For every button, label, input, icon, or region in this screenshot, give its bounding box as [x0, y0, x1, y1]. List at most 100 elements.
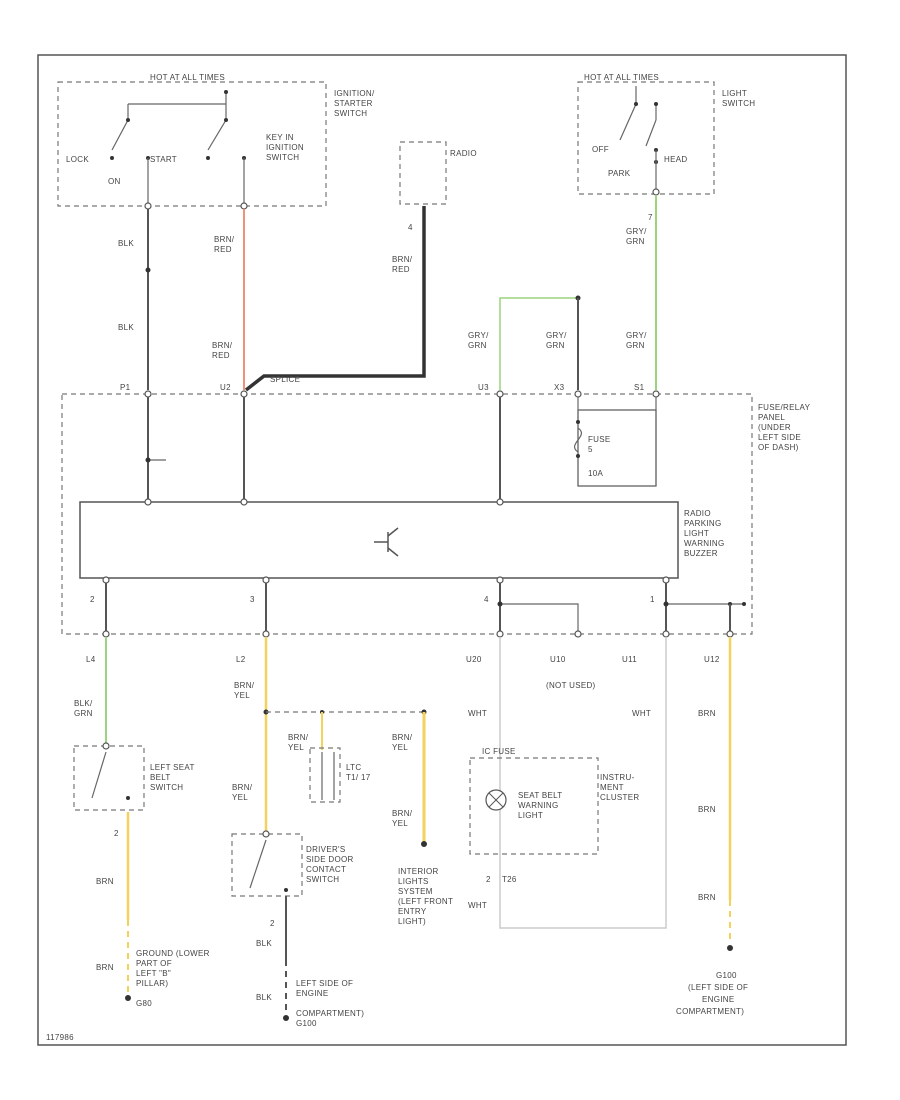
wire-label-wht-1: WHT: [468, 709, 487, 718]
start-label: START: [150, 155, 177, 164]
pin-label-u2: U2: [220, 383, 231, 392]
out-pin-4: 4: [484, 595, 489, 604]
ignition-switch-label: IGNITION/ STARTER SWITCH: [334, 89, 377, 118]
buzzer-symbol: [374, 527, 399, 557]
wire-label-blk-1: BLK: [118, 239, 134, 248]
off-label: OFF: [592, 145, 609, 154]
light-switch-label: LIGHT SWITCH: [722, 89, 755, 108]
pin-2c: 2: [486, 875, 491, 884]
wire-label-gry-grn-4: GRY/GRN: [626, 331, 647, 350]
wire-label-brn-2: BRN: [96, 963, 114, 972]
left-seat-belt-switch-box: [73, 745, 145, 811]
fuse-element: [574, 427, 582, 453]
terminal-u2: [240, 390, 248, 398]
wire-label-brn-1: BRN: [96, 877, 114, 886]
left-seat-belt-label: LEFT SEAT BELT SWITCH: [150, 763, 197, 792]
pin-2b: 2: [270, 919, 275, 928]
out-pin-1: 1: [650, 595, 655, 604]
terminal-ign-2: [240, 202, 248, 210]
seat-belt-light-label: SEAT BELT WARNING LIGHT: [518, 791, 565, 820]
wire-gry-grn-branch: [499, 297, 578, 390]
fuse-relay-panel-box: [61, 393, 753, 635]
fuse-label: FUSE 5 10A: [588, 435, 613, 478]
wire-label-brn-yel-2: BRN/YEL: [288, 733, 309, 752]
pin-label-s1: S1: [634, 383, 645, 392]
pin-2a: 2: [114, 829, 119, 838]
wire-label-blk-grn: BLK/GRN: [74, 699, 93, 718]
park-label: PARK: [608, 169, 631, 178]
wire-label-brn-red-3: BRN/RED: [392, 255, 413, 274]
light-switch-contacts: [619, 86, 658, 192]
pin-label-x3: X3: [554, 383, 565, 392]
wire-label-wht-2: WHT: [632, 709, 651, 718]
wire-label-brn-red-2: BRN/RED: [212, 341, 233, 360]
wire-label-gry-grn-2: GRY/GRN: [546, 331, 567, 350]
ignition-switch-contacts: [110, 90, 246, 205]
radio-buzzer-label: RADIO PARKING LIGHT WARNING BUZZER: [684, 509, 727, 558]
ground-engine-2-label: G100 (LEFT SIDE OF ENGINE COMPARTMENT): [676, 971, 751, 1016]
driver-door-switch-label: DRIVER'S SIDE DOOR CONTACT SWITCH: [306, 845, 356, 884]
on-label: ON: [108, 177, 121, 186]
figure-id-label: 117986: [46, 1033, 74, 1042]
interior-lights-label: INTERIOR LIGHTS SYSTEM (LEFT FRONT ENTRY…: [398, 867, 456, 926]
light-switch-box: [577, 81, 715, 195]
conn-l4: L4: [86, 655, 96, 664]
lock-label: LOCK: [66, 155, 89, 164]
key-in-switch-label: KEY IN IGNITION SWITCH: [266, 133, 307, 162]
light-pin-label: 7: [648, 213, 653, 222]
wire-label-blk-2: BLK: [118, 323, 134, 332]
conn-u10: U10: [550, 655, 566, 664]
instrument-cluster-label: INSTRU- MENT CLUSTER: [600, 773, 639, 802]
head-label: HEAD: [664, 155, 687, 164]
conn-u20: U20: [466, 655, 482, 664]
wire-label-brn-red-1: BRN/RED: [214, 235, 235, 254]
wire-label-brn-3: BRN: [698, 709, 716, 718]
ignition-switch-box: [57, 81, 327, 207]
wire-label-gry-grn-1: GRY/GRN: [468, 331, 489, 350]
terminal-u3: [496, 390, 504, 398]
relay-box: [309, 747, 341, 803]
ground-engine-1-label: LEFT SIDE OF ENGINE COMPARTMENT) G100: [296, 979, 367, 1028]
splice-label: SPLICE: [270, 375, 300, 384]
wire-label-brn-4: BRN: [698, 805, 716, 814]
wire-radio-black: [244, 206, 426, 392]
driver-door-switch-box: [231, 833, 303, 897]
pin-label-p1: P1: [120, 383, 131, 392]
wire-label-brn-yel-4: BRN/YEL: [232, 783, 253, 802]
wire-label-wht-3: WHT: [468, 901, 487, 910]
wire-label-brn-yel-1: BRN/YEL: [234, 681, 255, 700]
wire-label-brn-5: BRN: [698, 893, 716, 902]
out-pin-2: 2: [90, 595, 95, 604]
wire-label-brn-yel-5: BRN/YEL: [392, 809, 413, 828]
instrument-cluster-box: [469, 757, 599, 855]
wire-label-gry-grn-3: GRY/GRN: [626, 227, 647, 246]
radio-label: RADIO: [450, 149, 477, 158]
terminal-p1: [144, 390, 152, 398]
radio-buzzer-module: [79, 501, 679, 579]
wire-label-blk-4: BLK: [256, 993, 272, 1002]
radio-box: [399, 141, 447, 205]
hot-at-all-times-label-2: HOT AT ALL TIMES: [584, 73, 659, 82]
ground-left-b-label: GROUND (LOWER PART OF LEFT "B" PILLAR) G…: [136, 949, 212, 1008]
wire-label-blk-3: BLK: [256, 939, 272, 948]
ic-fuse-label: IC FUSE: [482, 747, 516, 756]
conn-l2: L2: [236, 655, 246, 664]
terminal-s1: [652, 390, 660, 398]
wire-wht-loop: [499, 637, 667, 929]
out-pin-3: 3: [250, 595, 255, 604]
not-used-label: (NOT USED): [546, 681, 596, 690]
hot-at-all-times-label-1: HOT AT ALL TIMES: [150, 73, 225, 82]
terminal-x3: [574, 390, 582, 398]
wire-label-brn-yel-3: BRN/YEL: [392, 733, 413, 752]
terminal-ign-1: [144, 202, 152, 210]
t26-label: T26: [502, 875, 517, 884]
radio-pin-label: 4: [408, 223, 413, 232]
pin-label-u3: U3: [478, 383, 489, 392]
terminal-light-switch: [652, 188, 660, 196]
fuse-relay-panel-label: FUSE/RELAY PANEL (UNDER LEFT SIDE OF DAS…: [758, 403, 813, 452]
conn-u11: U11: [622, 655, 637, 664]
diagram-frame: [37, 54, 847, 1046]
conn-u12: U12: [704, 655, 720, 664]
